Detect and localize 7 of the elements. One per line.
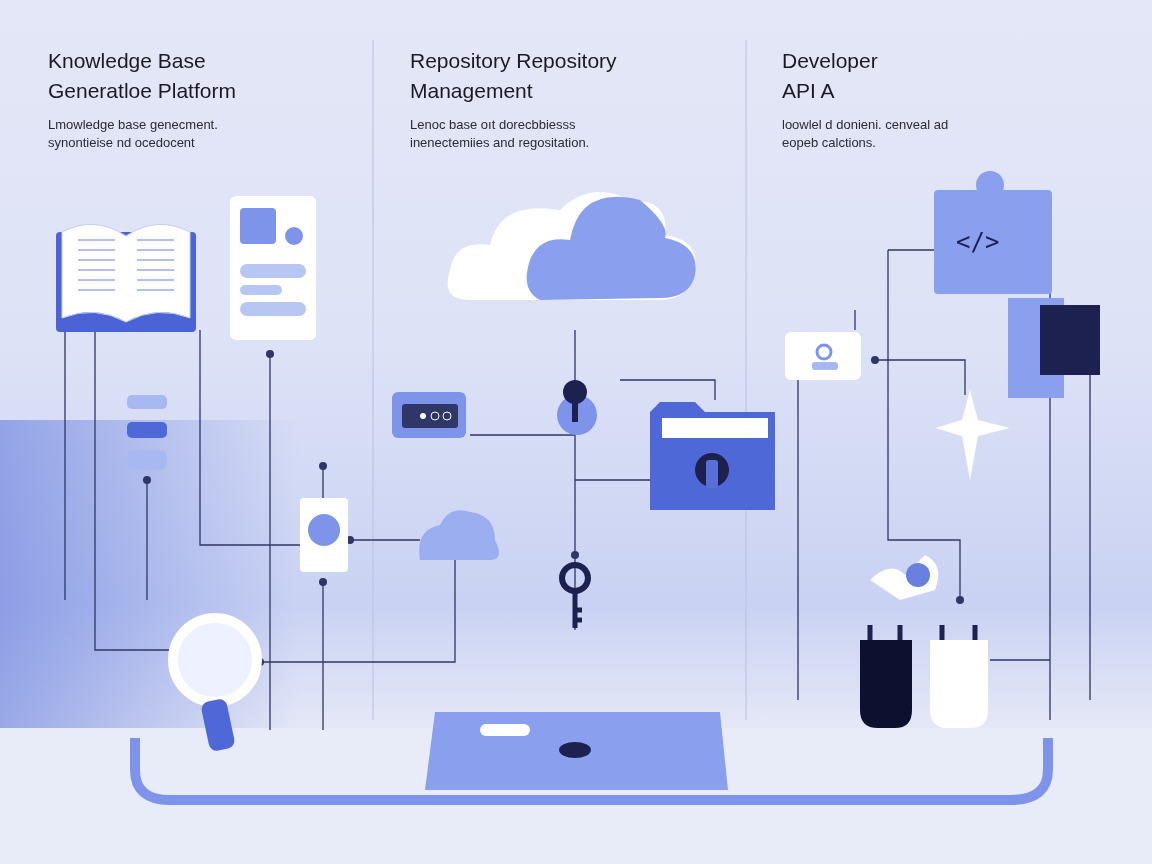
column-description: loowlel d donieni. cenveal ad eopeb calctions. [782,116,950,152]
column-heading: Knowledge Base Generatloe Platform [48,48,237,104]
code-symbol: </> [956,228,1000,256]
column-description: Lmowledge base genecment. synontieise nd ocedocent [48,116,219,152]
column-description: Lenoc base oıt dorecbbiesss inenectemiies and regositation. [410,116,591,152]
column-heading: Repository Repository Management [410,48,618,104]
column-heading: Developer API A [782,48,879,104]
